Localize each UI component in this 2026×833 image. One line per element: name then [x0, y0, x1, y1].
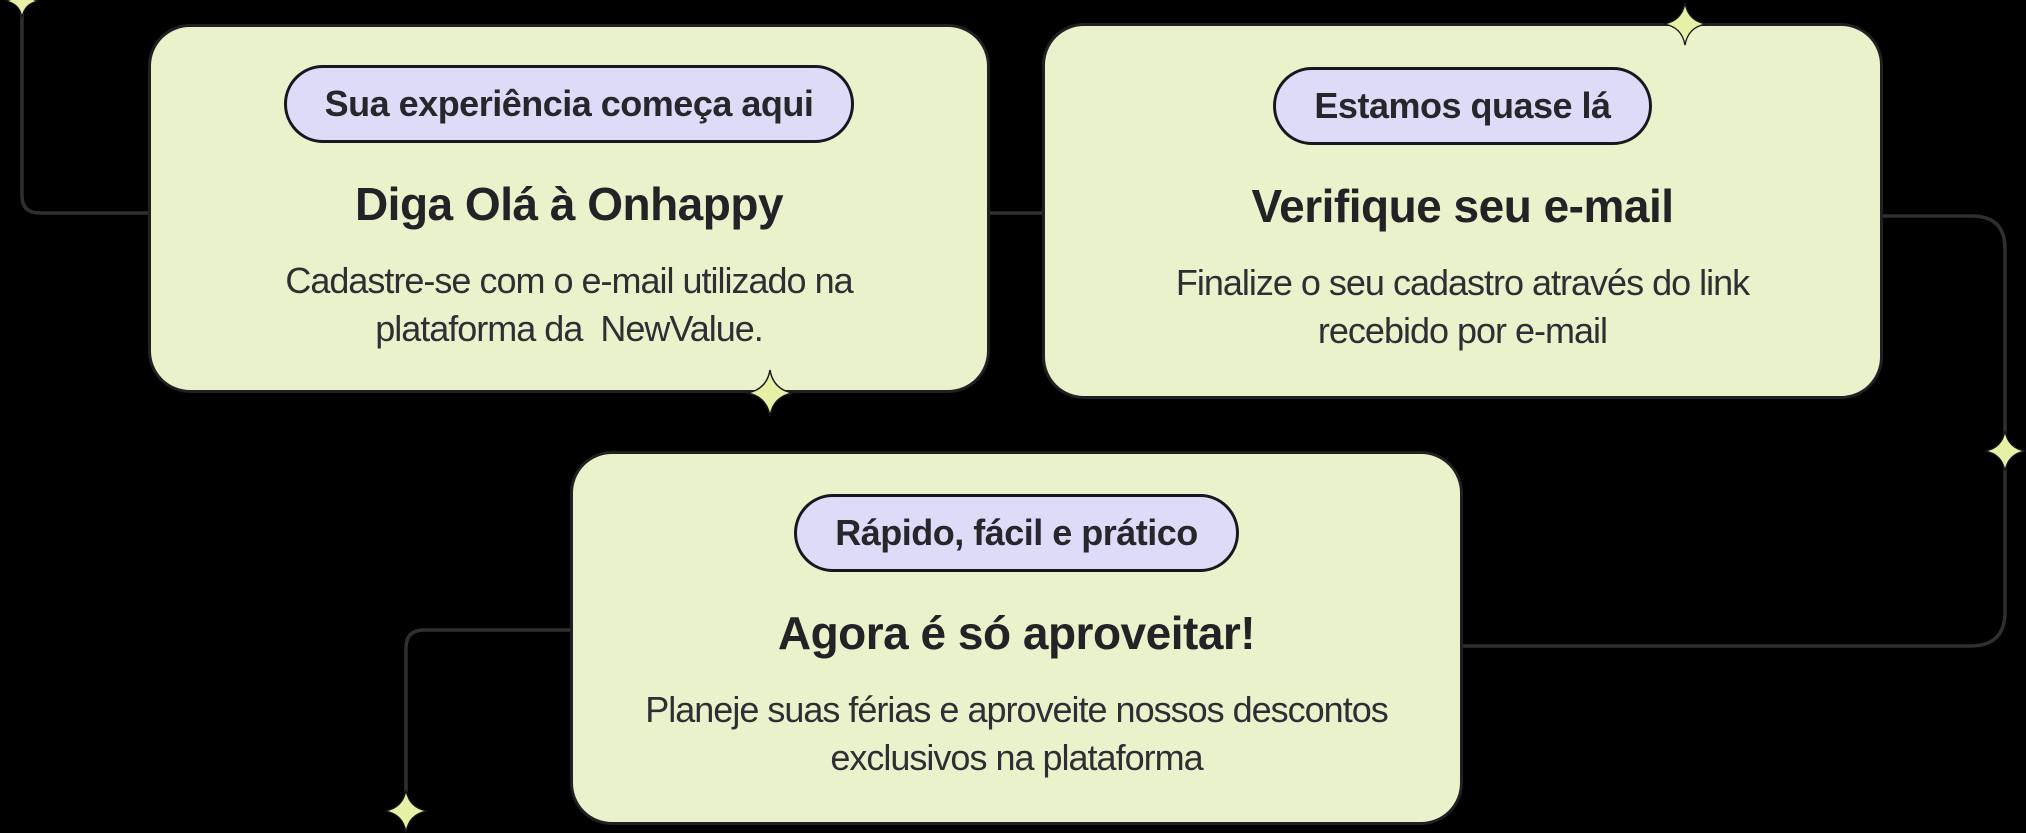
connector-line-card3-to-end [404, 628, 572, 792]
badge-label: Sua experiência começa aqui [324, 82, 814, 124]
connector-line-start-to-card1 [20, 8, 152, 215]
sparkle-icon [746, 369, 794, 417]
step-title: Diga Olá à Onhappy [354, 177, 784, 230]
badge-label: Estamos quase lá [1314, 85, 1611, 126]
sparkle-icon [1663, 2, 1707, 46]
badge-pill: Estamos quase lá [1273, 67, 1652, 145]
step-title: Verifique seu e-mail [1251, 180, 1674, 232]
connector-line-card2-to-card3 [1461, 214, 2007, 648]
card-step-verify-email: Estamos quase lá Verifique seu e-mail Fi… [1042, 23, 1883, 399]
badge-pill: Sua experiência começa aqui [283, 64, 855, 143]
sparkle-icon [1984, 430, 2026, 472]
step-description: Cadastre-se com o e-mail utilizado na pl… [285, 259, 853, 349]
card-step-enjoy: Rápido, fácil e prático Agora é só aprov… [570, 451, 1463, 825]
sparkle-icon [5, 0, 39, 18]
badge-label: Rápido, fácil e prático [835, 512, 1198, 553]
sparkle-icon [384, 789, 428, 833]
step-description: Planeje suas férias e aproveite nossos d… [645, 689, 1388, 778]
badge-pill: Rápido, fácil e prático [794, 494, 1239, 572]
step-description: Finalize o seu cadastro através do link … [1175, 262, 1750, 351]
card-step-signup: Sua experiência começa aqui Diga Olá à O… [148, 24, 990, 393]
step-title: Agora é só aproveitar! [777, 607, 1256, 659]
